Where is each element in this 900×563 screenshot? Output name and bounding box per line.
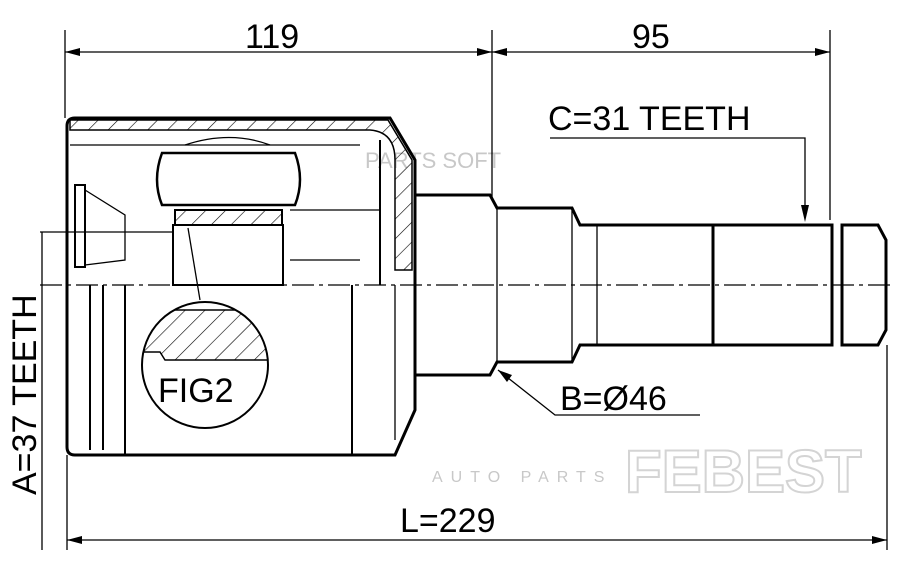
inner-teeth-label: C=31 TEETH	[548, 100, 751, 138]
housing-length-label: 119	[245, 18, 299, 56]
total-length-label: L=229	[400, 502, 496, 540]
overlay-watermark: PARTS SOFT	[365, 148, 501, 173]
watermark-brand: FEBEST	[625, 438, 862, 505]
fig2-detail: FIG2	[141, 301, 269, 429]
dimension-lines	[65, 48, 887, 544]
outer-teeth-label: A=37 TEETH	[6, 294, 44, 495]
seal-diameter-label: B=Ø46	[560, 380, 667, 418]
fig2-label: FIG2	[158, 372, 234, 410]
watermark-tagline: AUTO PARTS	[432, 469, 612, 486]
shaft-length-label: 95	[632, 18, 670, 56]
housing	[65, 116, 417, 457]
